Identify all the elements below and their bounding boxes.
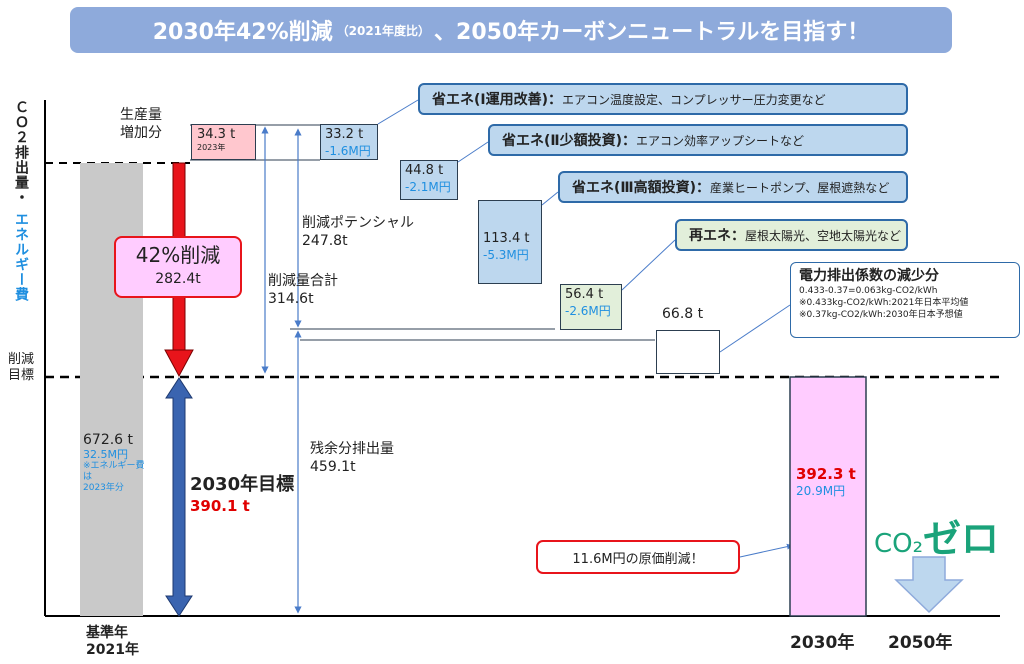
step-5-box bbox=[656, 330, 720, 374]
result-2030-values: 392.3 t 20.9M円 bbox=[796, 465, 856, 498]
callout-energy-saving-1: 省エネ(Ⅰ運用改善)： エアコン温度設定、コンプレッサー圧力変更など bbox=[418, 83, 908, 115]
y-axis-label-co2: ＣＯ２排出量・ bbox=[13, 100, 29, 205]
residual-label: 残余分排出量 459.1t bbox=[310, 441, 394, 475]
step-1-box: 33.2 t -1.6M円 bbox=[320, 124, 378, 160]
target-arrow bbox=[165, 377, 193, 617]
callout-energy-saving-3: 省エネ(Ⅲ高額投資)： 産業ヒートポンプ、屋根遮熱など bbox=[558, 171, 908, 203]
base-year-label: 基準年 2021年 bbox=[86, 625, 139, 658]
reduction-box: 42%削減 282.4t bbox=[114, 236, 242, 298]
reduction-arrow bbox=[164, 349, 194, 378]
callout-renewable: 再エネ： 屋根太陽光、空地太陽光など bbox=[675, 219, 908, 251]
production-increase-box: 34.3 t 2023年 bbox=[191, 124, 256, 160]
step-4-box: 56.4 t -2.6M円 bbox=[560, 284, 622, 330]
target-2030-label: 2030年目標 390.1 t bbox=[190, 474, 295, 515]
title-sub: （2021年度比） bbox=[336, 23, 431, 38]
callout-energy-saving-2: 省エネ(Ⅱ少額投資)： エアコン効率アップシートなど bbox=[488, 124, 908, 156]
production-label: 生産量 増加分 bbox=[120, 107, 162, 141]
base-bar-values: 672.6 t 32.5M円 ※エネルギー費は 2023年分 bbox=[83, 432, 145, 493]
target-label: 削減目標 bbox=[8, 352, 35, 383]
step-3-box: 113.4 t -5.3M円 bbox=[478, 200, 542, 284]
bar-2030 bbox=[789, 376, 867, 617]
arrow-2050-icon bbox=[894, 556, 964, 614]
step-5-value: 66.8 t bbox=[662, 306, 704, 322]
y-axis-label-energy: エネルギー費 bbox=[13, 212, 29, 302]
title-main-1: 2030年42%削減 bbox=[152, 20, 333, 45]
total-label: 削減量合計 314.6t bbox=[268, 273, 338, 307]
step-2-box: 44.8 t -2.1M円 bbox=[400, 160, 458, 200]
title-main-2: 、2050年カーボンニュートラルを目指す！ bbox=[434, 20, 870, 45]
base-bar bbox=[80, 163, 143, 616]
cost-reduction-callout: 11.6M円の原価削減！ bbox=[536, 540, 740, 574]
co2-zero-label: CO₂ゼロ bbox=[874, 517, 1000, 561]
year-2050-label: 2050年 bbox=[888, 633, 953, 653]
year-2030-label: 2030年 bbox=[790, 633, 855, 653]
potential-label: 削減ポテンシャル 247.8t bbox=[302, 215, 414, 249]
emission-factor-box: 電力排出係数の減少分 0.433-0.37=0.063kg-CO2/kWh ※0… bbox=[790, 262, 1020, 338]
title-banner: 2030年42%削減 （2021年度比） 、2050年カーボンニュートラルを目指… bbox=[70, 7, 952, 53]
